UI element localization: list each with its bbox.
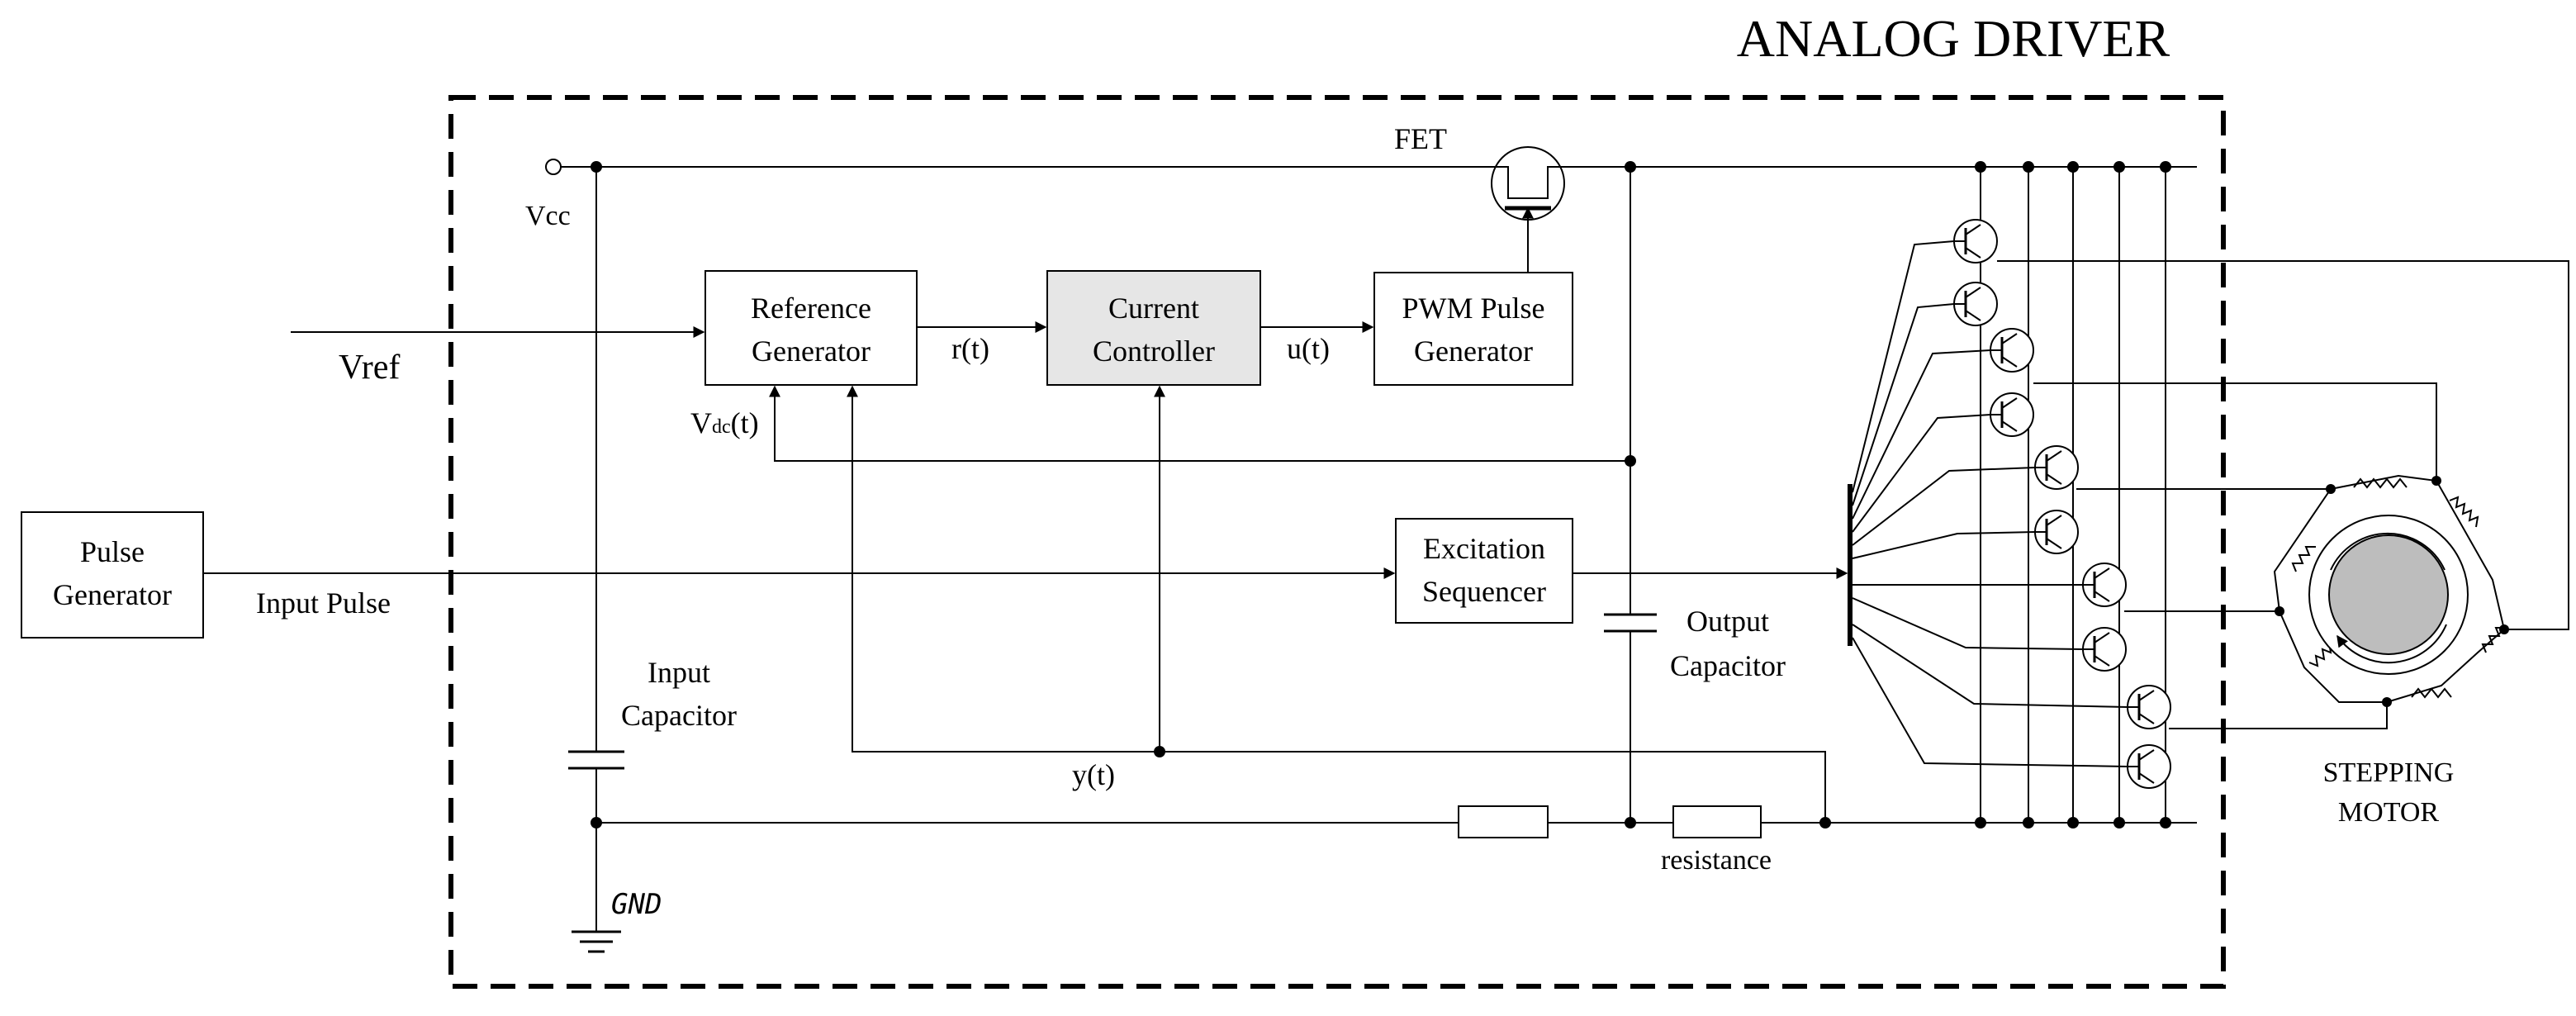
y-t-feedback-line	[847, 385, 1826, 823]
r-t-label: r(t)	[951, 332, 989, 365]
fet-transistor	[1491, 146, 1565, 273]
vref-label: Vref	[339, 349, 400, 387]
pwm-pulse-generator-block	[1373, 272, 1573, 386]
motor-rotor	[2328, 534, 2449, 655]
driver-boundary	[448, 95, 2226, 989]
pulse-generator-label-1: Pulse	[80, 535, 145, 568]
pwm-pulse-generator-label-1: PWM Pulse	[1402, 292, 1544, 325]
output-capacitor	[1604, 167, 1657, 823]
current-controller-label-2: Controller	[1093, 335, 1215, 368]
excitation-sequencer-block	[1395, 518, 1573, 624]
transistor-1	[1852, 219, 1998, 493]
excitation-sequencer-label-1: Excitation	[1423, 532, 1545, 565]
rotation-arrow-icon	[2336, 624, 2447, 664]
stepping-motor-label-1: STEPPING	[2323, 757, 2455, 788]
excitation-sequencer-label-2: Sequencer	[1422, 575, 1546, 608]
transistor-8	[1852, 597, 2127, 672]
reference-generator-block	[704, 270, 918, 386]
output-capacitor-label-2: Capacitor	[1670, 649, 1786, 682]
pulse-generator-label-2: Generator	[53, 578, 172, 611]
transistor-4	[1852, 392, 2034, 533]
u-t-label: u(t)	[1287, 332, 1330, 365]
transistor-6	[1852, 510, 2079, 559]
output-capacitor-label-1: Output	[1686, 605, 1769, 638]
supply-rail	[545, 159, 2197, 175]
stepping-motor-label-2: MOTOR	[2338, 797, 2439, 828]
input-pulse-label: Input Pulse	[256, 586, 391, 620]
resistor-1	[1458, 805, 1549, 838]
transistor-3	[1852, 328, 2034, 520]
input-capacitor-label-1: Input	[648, 656, 710, 689]
transistor-9	[1852, 624, 2171, 729]
input-capacitor	[568, 167, 624, 932]
transistor-7	[1853, 563, 2127, 607]
current-controller-block	[1046, 270, 1261, 386]
ground-rail	[596, 805, 2197, 838]
ground-symbol	[572, 930, 621, 953]
motor-phase-wires	[1997, 260, 2569, 729]
vdc-label: Vdc(t)	[690, 406, 759, 439]
stepping-motor	[2273, 474, 2509, 707]
transistor-bank	[1852, 219, 2171, 789]
reference-generator-label-1: Reference	[751, 292, 871, 325]
vcc-terminal	[545, 159, 562, 175]
input-capacitor-label-2: Capacitor	[621, 699, 737, 732]
current-controller-label-1: Current	[1108, 292, 1199, 325]
resistor-2	[1672, 805, 1762, 838]
vdc-feedback-line	[769, 385, 1630, 462]
resistance-label: resistance	[1661, 845, 1772, 876]
reference-generator-label-2: Generator	[752, 335, 871, 368]
fet-label: FET	[1394, 122, 1447, 155]
transistor-2	[1852, 282, 1998, 506]
pwm-pulse-generator-label-2: Generator	[1414, 335, 1533, 368]
gnd-label: GND	[611, 888, 662, 921]
diagram-title: ANALOG DRIVER	[1737, 9, 2170, 68]
pulse-generator-block	[21, 511, 204, 639]
y-t-label: y(t)	[1072, 758, 1115, 791]
vcc-label: Vcc	[525, 201, 571, 231]
transistor-10	[1852, 637, 2171, 789]
transistor-5	[1852, 445, 2079, 546]
